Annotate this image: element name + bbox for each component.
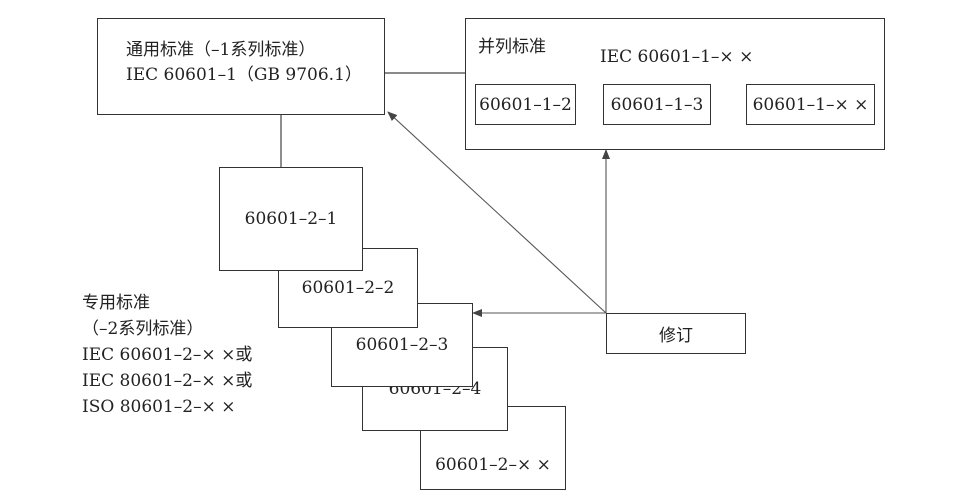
particular-desc-line-5: ISO 80601–2–× × bbox=[82, 397, 236, 417]
particular-desc-line-2: （–2系列标准） bbox=[82, 319, 204, 339]
general-standard-line1: 通用标准（–1系列标准） bbox=[126, 40, 316, 60]
particular-item-1: 60601–2–1 bbox=[219, 167, 363, 271]
collateral-item-3: 60601–1–× × bbox=[746, 84, 875, 125]
particular-desc-line-1: 专用标准 bbox=[82, 293, 150, 313]
particular-desc-line-3: IEC 60601–2–× ×或 bbox=[82, 345, 253, 365]
general-standard-box: 通用标准（–1系列标准） IEC 60601–1（GB 9706.1） bbox=[97, 18, 385, 115]
collateral-standard-code: IEC 60601–1–× × bbox=[600, 47, 754, 67]
arrow-revision-to-general bbox=[387, 111, 607, 314]
revision-box: 修订 bbox=[606, 313, 746, 354]
collateral-item-2: 60601–1–3 bbox=[603, 84, 711, 125]
particular-standard-description: 专用标准 （–2系列标准） IEC 60601–2–× ×或 IEC 80601… bbox=[82, 290, 252, 420]
particular-desc-line-4: IEC 80601–2–× ×或 bbox=[82, 371, 253, 391]
collateral-item-1: 60601–1–2 bbox=[475, 84, 576, 125]
general-standard-line2: IEC 60601–1（GB 9706.1） bbox=[126, 65, 362, 85]
collateral-standard-title: 并列标准 bbox=[478, 37, 546, 57]
